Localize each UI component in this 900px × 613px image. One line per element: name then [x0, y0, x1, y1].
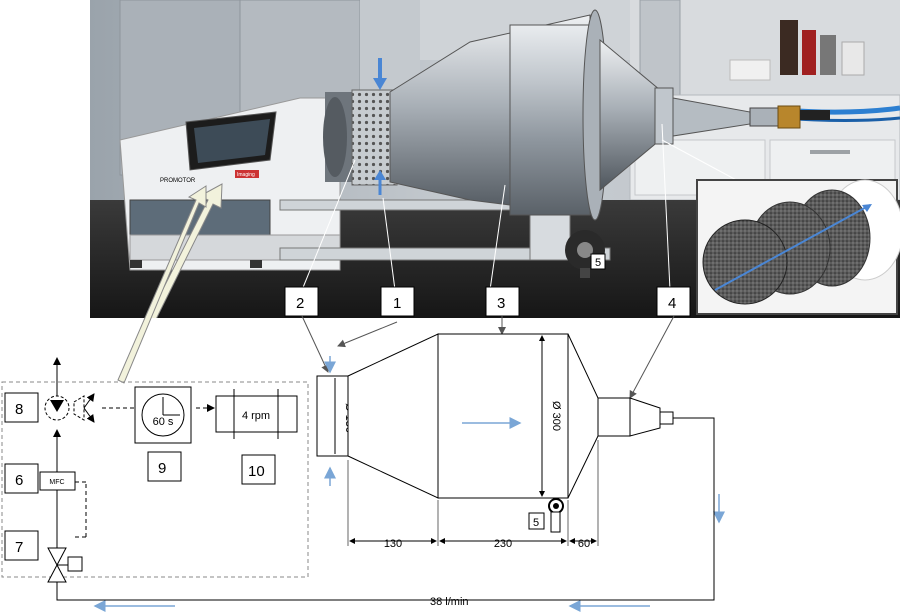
- callout-8: 8: [15, 401, 23, 418]
- outlet-cone: [567, 333, 599, 499]
- callout-10: 10: [248, 463, 265, 480]
- maker-badge: Imaging: [237, 172, 255, 178]
- filter-housing: [597, 397, 631, 437]
- dim-60: 60: [578, 538, 590, 550]
- callout-box-7: [4, 530, 39, 561]
- callout-4: 4: [668, 295, 676, 312]
- apparatus-photo: PROMOTOR Imaging: [90, 0, 900, 318]
- drum: [437, 333, 569, 499]
- brand-label: PROMOTOR: [160, 178, 196, 184]
- mfc-label: MFC: [49, 479, 64, 486]
- dim-230: 230: [494, 538, 512, 550]
- motor-label: 4 rpm: [242, 410, 270, 422]
- callout-box-6: [4, 463, 39, 494]
- motor-box: [215, 395, 298, 433]
- callout-9: 9: [158, 460, 166, 477]
- dim-130: 130: [384, 538, 402, 550]
- callout-5: 5: [533, 517, 539, 529]
- callout-box-1: [380, 286, 415, 317]
- callout-1: 1: [393, 295, 401, 312]
- callout-5-photo: 5: [595, 257, 601, 269]
- drum-diameter: Ø 300: [550, 401, 562, 431]
- callout-box-3: [485, 286, 520, 317]
- callout-7: 7: [15, 539, 23, 556]
- callout-box-2: [284, 286, 319, 317]
- callout-box-8: [4, 392, 39, 423]
- callout-box-9: [147, 451, 182, 482]
- flow-rate: 38 l/min: [430, 596, 469, 608]
- callout-box-4: [656, 286, 691, 317]
- callout-2: 2: [296, 295, 304, 312]
- inlet-cone: [347, 333, 439, 499]
- callout-box-10: [241, 454, 276, 485]
- callout-6: 6: [15, 472, 23, 489]
- timer-label: 60 s: [153, 416, 174, 428]
- callout-3: 3: [497, 295, 505, 312]
- control-frame: [1, 381, 309, 578]
